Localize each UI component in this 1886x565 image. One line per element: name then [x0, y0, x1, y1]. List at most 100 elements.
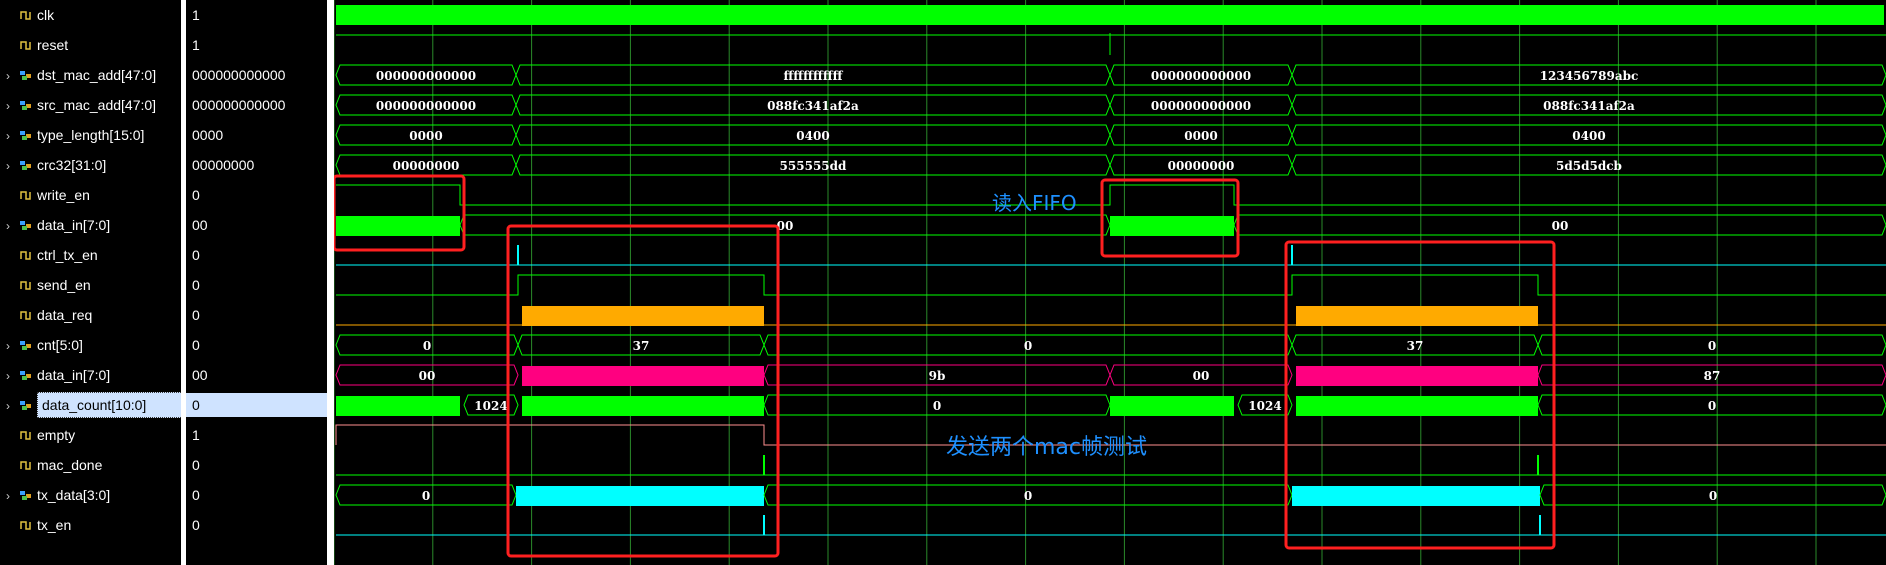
bus-segment	[1291, 154, 1886, 176]
signal-row[interactable]: › src_mac_add[47:0]	[0, 90, 181, 120]
signal-name: data_in[7:0]	[37, 367, 111, 383]
bus-value-label: 00	[1193, 369, 1210, 383]
fifo-annotation: 读入FIFO	[992, 191, 1077, 215]
signal-row[interactable]: data_req	[0, 300, 181, 330]
signal-row[interactable]: ctrl_tx_en	[0, 240, 181, 270]
dense-activity-block	[522, 306, 764, 326]
expand-chevron-icon[interactable]: ›	[6, 369, 10, 383]
expand-chevron-icon[interactable]: ›	[6, 219, 10, 233]
signal-row[interactable]: ›data_count[10:0]	[0, 390, 188, 420]
panel-divider[interactable]	[327, 0, 334, 565]
bus-value-label: 123456789abc	[1540, 69, 1639, 83]
highlight-box-fifo-2	[1100, 178, 1240, 258]
bit-icon	[19, 451, 33, 470]
signal-name: tx_en	[37, 517, 72, 533]
panel-divider[interactable]	[181, 0, 186, 565]
bus-segment	[1291, 124, 1886, 146]
signal-name: dst_mac_add[47:0]	[37, 67, 157, 83]
bus-icon	[19, 331, 33, 350]
bus-segment	[1537, 334, 1886, 356]
signal-name: write_en	[37, 187, 90, 203]
signal-row[interactable]: empty	[0, 420, 181, 450]
signal-value: 0	[192, 457, 200, 473]
time-grid	[334, 0, 1817, 565]
signal-row[interactable]: clk	[0, 0, 181, 30]
signal-row[interactable]: › data_in[7:0]	[0, 210, 181, 240]
dense-activity-block	[1296, 306, 1538, 326]
bus-icon	[19, 91, 33, 110]
expand-chevron-icon[interactable]: ›	[6, 489, 10, 503]
bit-icon	[19, 31, 33, 50]
signal-row[interactable]: › data_in[7:0]	[0, 360, 181, 390]
bus-value-label: 37	[1407, 339, 1424, 353]
signal-name: ctrl_tx_en	[37, 247, 98, 263]
dense-activity-block	[516, 486, 764, 506]
signal-name: data_in[7:0]	[37, 217, 111, 233]
signal-name: reset	[37, 37, 69, 53]
bus-value-label: 088fc341af2a	[767, 99, 859, 113]
bus-segment	[1109, 364, 1293, 386]
dense-activity-block	[1296, 366, 1538, 386]
signal-value: 00	[192, 217, 208, 233]
expand-chevron-icon[interactable]: ›	[6, 69, 10, 83]
signal-row[interactable]: send_en	[0, 270, 181, 300]
signal-row[interactable]: reset	[0, 30, 181, 60]
bus-value-label: ffffffffffff	[783, 69, 843, 83]
signal-value: 0	[186, 393, 327, 417]
signal-name: src_mac_add[47:0]	[37, 97, 157, 113]
signal-value: 0	[192, 307, 200, 323]
signal-row[interactable]: write_en	[0, 180, 181, 210]
signal-row[interactable]: › cnt[5:0]	[0, 330, 181, 360]
send-test-annotation: 发送两个mac帧测试	[946, 435, 1147, 460]
bus-icon	[19, 151, 33, 170]
bus-segment	[335, 364, 519, 386]
bit-trace	[336, 274, 1886, 296]
signal-row[interactable]: › dst_mac_add[47:0]	[0, 60, 181, 90]
signal-row[interactable]: mac_done	[0, 450, 181, 480]
bus-value-label: 0000	[409, 129, 442, 143]
signal-row[interactable]: ›crc32[31:0]	[0, 150, 181, 180]
expand-chevron-icon[interactable]: ›	[6, 129, 10, 143]
signal-name: mac_done	[37, 457, 103, 473]
signal-value: 0	[192, 277, 200, 293]
signal-row[interactable]: ›type_length[15:0]	[0, 120, 181, 150]
bus-value-label: 0	[1708, 399, 1716, 413]
bus-value-label: 0000	[1184, 129, 1217, 143]
signal-value: 00	[192, 367, 208, 383]
signal-name: data_req	[37, 307, 93, 323]
expand-chevron-icon[interactable]: ›	[6, 339, 10, 353]
bit-icon	[19, 181, 33, 200]
bus-value-label: 5d5d5dcb	[1556, 159, 1622, 173]
dense-activity-block	[1110, 216, 1234, 236]
expand-chevron-icon[interactable]: ›	[6, 99, 10, 113]
bus-segment	[1537, 394, 1886, 416]
bus-icon	[19, 121, 33, 140]
signal-row[interactable]: tx_en	[0, 510, 181, 540]
expand-chevron-icon[interactable]: ›	[6, 159, 10, 173]
signal-value: 0	[192, 487, 200, 503]
signal-name: cnt[5:0]	[37, 337, 83, 353]
bus-segment	[1291, 94, 1886, 116]
bus-icon	[19, 61, 33, 80]
bus-value-label: 088fc341af2a	[1543, 99, 1635, 113]
signal-name: tx_data[3:0]	[37, 487, 111, 503]
bus-value-label: 000000000000	[376, 69, 476, 83]
bus-value-label: 1024	[1248, 399, 1281, 413]
bus-value-label: 0	[933, 399, 941, 413]
expand-chevron-icon[interactable]: ›	[6, 399, 10, 413]
signal-name: clk	[37, 7, 55, 23]
signal-value: 000000000000	[192, 97, 286, 113]
bus-icon	[19, 361, 33, 380]
highlight-box-frame-1	[506, 224, 780, 558]
signal-value: 1	[192, 427, 200, 443]
bit-icon	[19, 421, 33, 440]
bit-icon	[19, 271, 33, 290]
clock-trace	[336, 5, 1884, 25]
bus-value-label: 0400	[796, 129, 829, 143]
signal-value: 0	[192, 337, 200, 353]
signal-row[interactable]: › tx_data[3:0]	[0, 480, 181, 510]
signal-value: 0	[192, 517, 200, 533]
highlight-box-fifo-1	[334, 174, 466, 252]
